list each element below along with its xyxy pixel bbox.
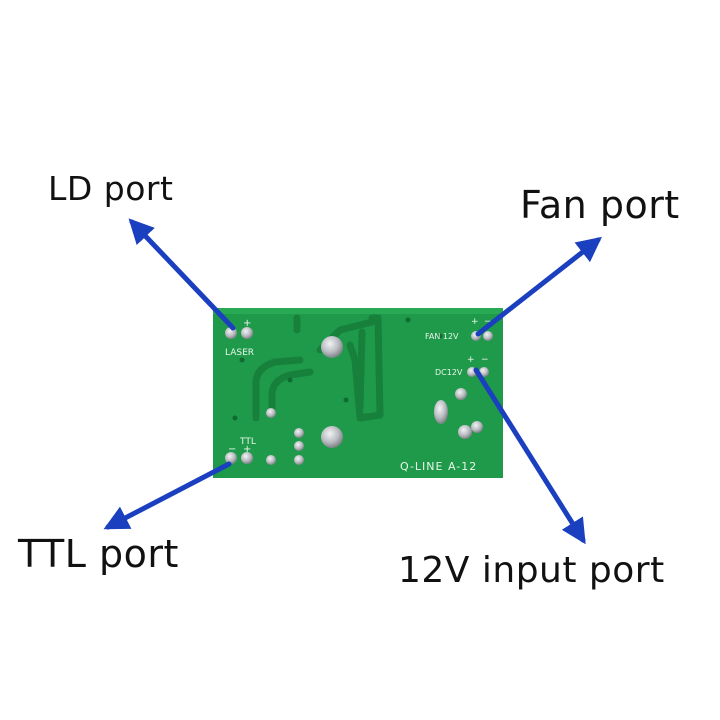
arrows: [103, 218, 602, 545]
dc-plus: +: [467, 355, 475, 365]
arrow-ttl: [103, 461, 232, 530]
fan-plus: +: [471, 317, 479, 327]
arrow-fan: [475, 236, 602, 337]
center-pads: [266, 408, 304, 465]
arrow-ld: [128, 218, 236, 331]
fan-label: FAN 12V: [425, 332, 459, 341]
dc-minus: −: [481, 355, 489, 365]
arrow-input: [473, 367, 586, 545]
pcb-traces: [252, 314, 384, 422]
pcb-edge-shade: [213, 308, 503, 314]
ttl-plus: +: [243, 444, 251, 455]
fan-minus: −: [484, 317, 492, 327]
dc-label: DC12V: [435, 368, 463, 377]
ttl-pads: [225, 452, 253, 464]
right-components: [434, 388, 483, 439]
pcb-vias: [232, 317, 465, 421]
input-port-label: 12V input port: [398, 550, 665, 591]
ttl-minus: −: [228, 444, 236, 455]
laser-plus: +: [243, 318, 251, 329]
solder-blob-bottom: [321, 426, 343, 448]
laser-label: LASER: [225, 348, 254, 358]
ld-port-label: LD port: [48, 169, 174, 208]
pcb-board: LASER + TTL − + FAN 12V + − DC12V + − Q-…: [213, 308, 503, 478]
fan-port-label: Fan port: [520, 183, 680, 227]
solder-blob-top: [321, 336, 343, 358]
ttl-port-label: TTL port: [18, 532, 179, 576]
model-label: Q-LINE A-12: [400, 460, 477, 473]
ttl-label: TTL: [239, 437, 256, 447]
